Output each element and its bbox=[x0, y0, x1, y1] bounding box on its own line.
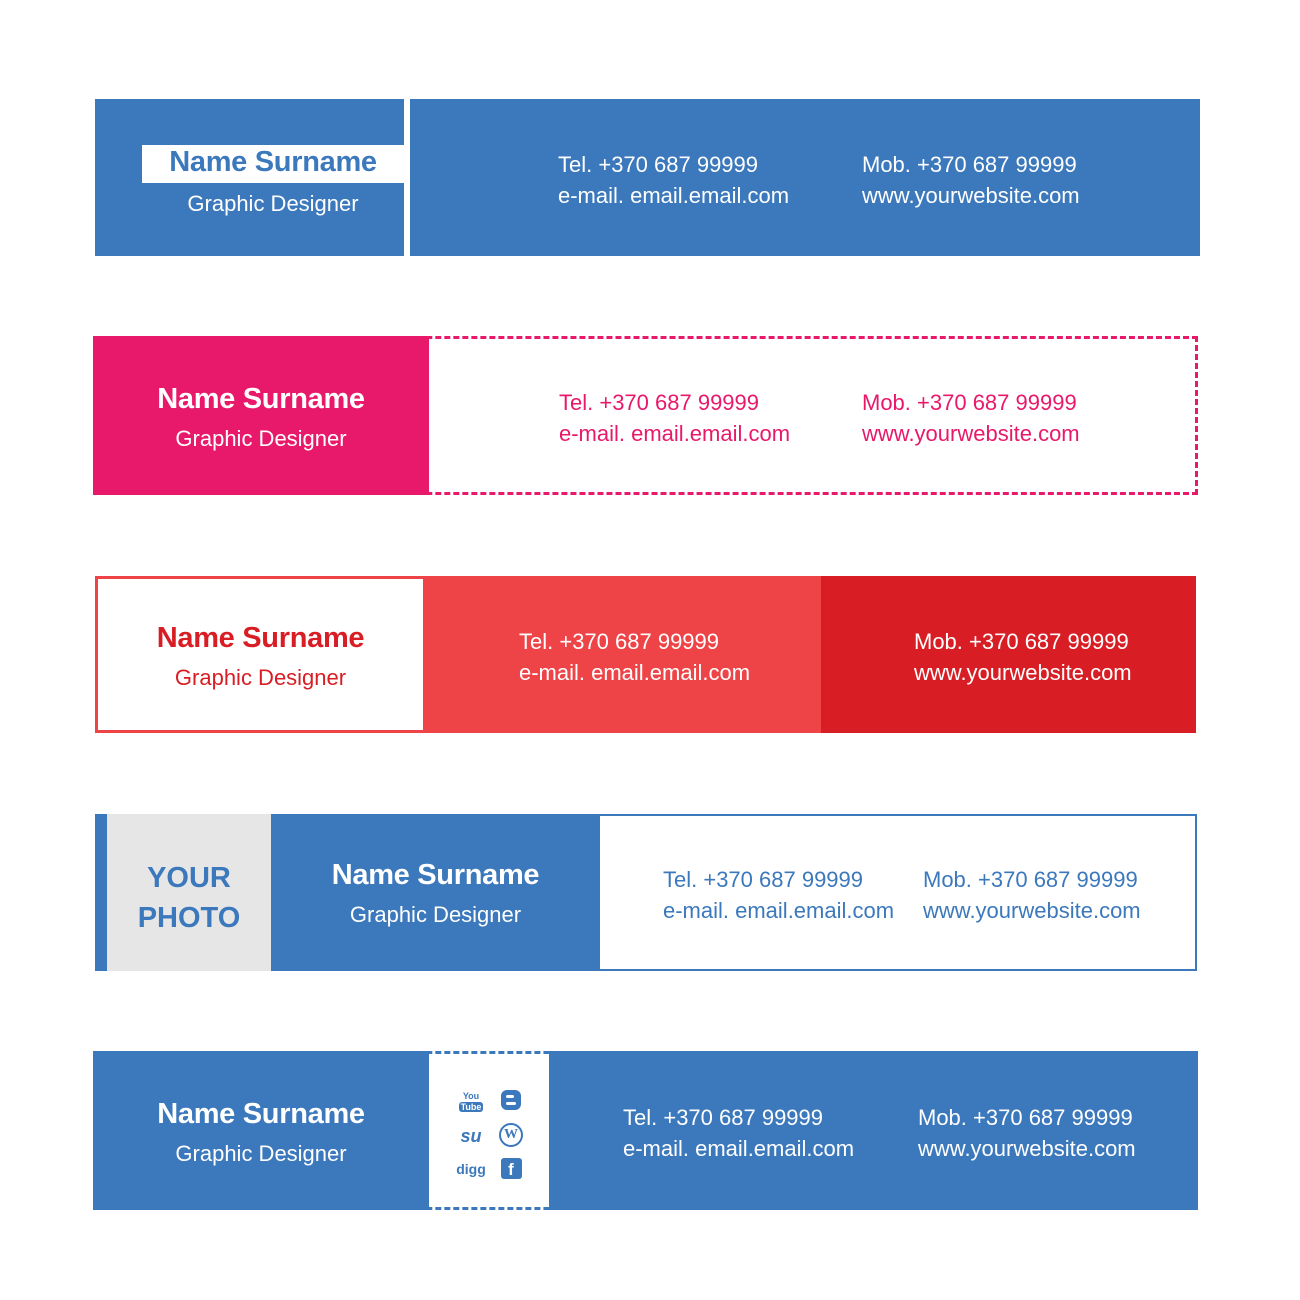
blogger-icon[interactable] bbox=[498, 1087, 524, 1113]
banner-4: YOUR PHOTO Name Surname Graphic Designer… bbox=[95, 814, 1197, 971]
banner-5-right-panel bbox=[549, 1051, 1198, 1210]
banner-3-web: www.yourwebsite.com bbox=[914, 660, 1132, 685]
banner-4-left-stripe bbox=[95, 814, 107, 971]
facebook-icon[interactable]: f bbox=[498, 1155, 524, 1181]
banner-4-photo-placeholder bbox=[107, 814, 271, 971]
banner-2-name: Name Surname bbox=[157, 383, 365, 415]
banner-1-right-panel bbox=[410, 99, 1200, 256]
banner-1-tel: Tel. +370 687 99999 bbox=[558, 152, 759, 177]
banner-1-mob: Mob. +370 687 99999 bbox=[862, 152, 1077, 177]
banner-3-email: e-mail. email.email.com bbox=[519, 660, 751, 685]
banner-1-contact-right: Mob. +370 687 99999 www.yourwebsite.com bbox=[862, 149, 1080, 211]
banner-2-role: Graphic Designer bbox=[175, 426, 347, 451]
banner-5-contact-right: Mob. +370 687 99999 www.yourwebsite.com bbox=[918, 1102, 1136, 1164]
banner-4-contact-left: Tel. +370 687 99999 e-mail. email.email.… bbox=[663, 864, 894, 926]
banner-3-middle-panel bbox=[424, 576, 821, 733]
blogger-icon-svg bbox=[501, 1090, 521, 1110]
banner-4-name: Name Surname bbox=[331, 859, 540, 891]
banner-1-role: Graphic Designer bbox=[187, 191, 359, 216]
banner-3-name: Name Surname bbox=[156, 622, 365, 654]
banner-5-email: e-mail. email.email.com bbox=[623, 1136, 855, 1161]
banner-3-right-panel bbox=[821, 576, 1196, 733]
banner-5-contact-left: Tel. +370 687 99999 e-mail. email.email.… bbox=[623, 1102, 854, 1164]
banner-3: Name Surname Graphic Designer Tel. +370 … bbox=[95, 576, 1196, 733]
banner-2-mob: Mob. +370 687 99999 bbox=[862, 390, 1077, 415]
banner-5-web: www.yourwebsite.com bbox=[918, 1136, 1136, 1161]
stumbleupon-icon[interactable]: su bbox=[457, 1122, 485, 1150]
banner-2-tel: Tel. +370 687 99999 bbox=[559, 390, 760, 415]
banner-5-name: Name Surname bbox=[157, 1098, 365, 1130]
banner-3-mob: Mob. +370 687 99999 bbox=[914, 629, 1129, 654]
banner-4-mob: Mob. +370 687 99999 bbox=[923, 867, 1138, 892]
banner-2-web: www.yourwebsite.com bbox=[862, 421, 1080, 446]
banner-4-photo-line1: YOUR bbox=[147, 862, 231, 894]
wordpress-icon[interactable]: W bbox=[498, 1122, 524, 1148]
youtube-icon-bottom: Tube bbox=[458, 1101, 484, 1112]
banner-4-web: www.yourwebsite.com bbox=[923, 898, 1141, 923]
banner-4-name-panel bbox=[271, 814, 600, 971]
stumbleupon-icon-glyph: su bbox=[460, 1125, 482, 1146]
facebook-icon-square: f bbox=[500, 1157, 522, 1179]
wordpress-icon-glyph: W bbox=[504, 1127, 518, 1142]
facebook-icon-glyph: f bbox=[508, 1159, 514, 1179]
banner-2-left-panel bbox=[93, 336, 429, 495]
banner-1-contact-left: Tel. +370 687 99999 e-mail. email.email.… bbox=[558, 149, 789, 211]
banner-5: Name Surname Graphic Designer You Tube s… bbox=[93, 1051, 1198, 1210]
banner-3-contact-left: Tel. +370 687 99999 e-mail. email.email.… bbox=[519, 626, 750, 688]
banner-2-contact-right: Mob. +370 687 99999 www.yourwebsite.com bbox=[862, 387, 1080, 449]
youtube-icon-top: You bbox=[462, 1090, 480, 1101]
wordpress-icon-circle: W bbox=[499, 1123, 523, 1147]
banner-3-contact-right: Mob. +370 687 99999 www.yourwebsite.com bbox=[914, 626, 1132, 688]
banner-1-name-box bbox=[142, 145, 404, 183]
youtube-icon[interactable]: You Tube bbox=[457, 1087, 485, 1115]
banner-3-role: Graphic Designer bbox=[174, 665, 347, 690]
banner-4-contact-right: Mob. +370 687 99999 www.yourwebsite.com bbox=[923, 864, 1141, 926]
banner-1-email: e-mail. email.email.com bbox=[558, 183, 790, 208]
banner-4-photo-line2: PHOTO bbox=[137, 902, 241, 934]
banner-2-email: e-mail. email.email.com bbox=[559, 421, 791, 446]
banner-4-tel: Tel. +370 687 99999 bbox=[663, 867, 864, 892]
digg-icon-glyph: digg bbox=[456, 1161, 486, 1177]
banner-5-mob: Mob. +370 687 99999 bbox=[918, 1105, 1133, 1130]
banner-5-role: Graphic Designer bbox=[175, 1141, 347, 1166]
banner-1-web: www.yourwebsite.com bbox=[862, 183, 1080, 208]
banner-1-name: Name Surname bbox=[169, 146, 377, 178]
banner-5-tel: Tel. +370 687 99999 bbox=[623, 1105, 824, 1130]
banner-3-tel: Tel. +370 687 99999 bbox=[519, 629, 720, 654]
banner-4-role: Graphic Designer bbox=[349, 902, 522, 927]
banner-2-contact-left: Tel. +370 687 99999 e-mail. email.email.… bbox=[559, 387, 790, 449]
digg-icon[interactable]: digg bbox=[455, 1155, 487, 1183]
banner-4-email: e-mail. email.email.com bbox=[663, 898, 895, 923]
banner-1: Name Surname Graphic Designer Tel. +370 … bbox=[95, 99, 1200, 256]
banner-2: Name Surname Graphic Designer Tel. +370 … bbox=[93, 336, 1198, 495]
banner-4-photo-text: YOUR PHOTO bbox=[107, 858, 271, 938]
banner-5-left-panel bbox=[93, 1051, 429, 1210]
